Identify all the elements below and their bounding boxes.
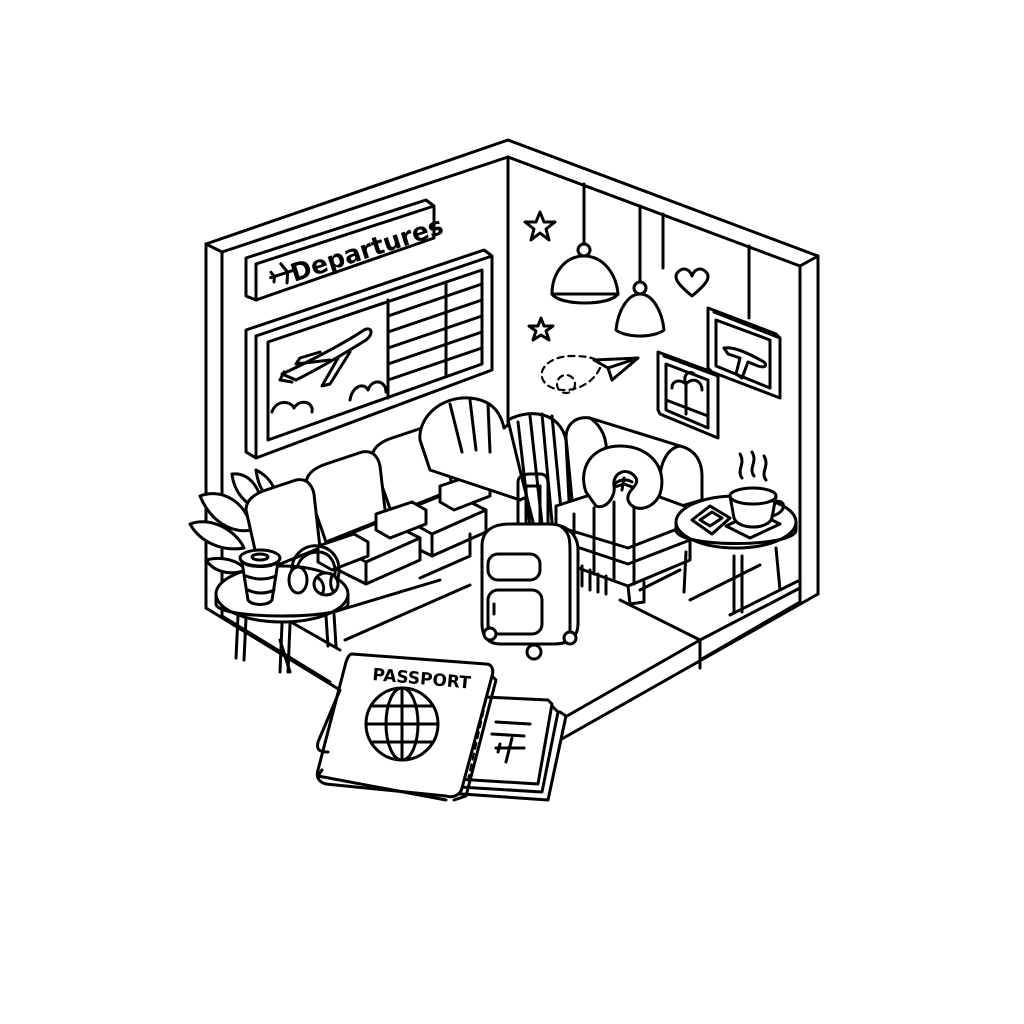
framed-airplane [706,306,782,400]
star-icon [523,210,557,242]
paper-plane-icon [540,354,640,395]
passport: PASSPORT [315,652,498,802]
neck-pillow-icon [582,444,664,510]
pendant-lamp [614,204,666,338]
headphones-icon [287,544,341,597]
airplane-icon [269,262,295,285]
tea-cup-icon [724,450,785,540]
floor [204,563,820,742]
flight-board [244,248,494,460]
globe-icon [364,686,440,762]
rolling-suitcase [480,472,580,661]
wall-decor [523,182,782,440]
star-icon [527,316,555,342]
pendant-lamp [550,182,620,305]
airplane-icon [278,327,373,388]
coffee-cup-icon [238,548,282,606]
room-walls [204,138,820,618]
side-table-left [214,544,350,674]
side-table-right [674,450,798,614]
framed-palm-tree [656,350,720,440]
phone-icon [690,504,732,536]
airplane-icon [494,736,526,764]
heart-icon [674,267,710,298]
